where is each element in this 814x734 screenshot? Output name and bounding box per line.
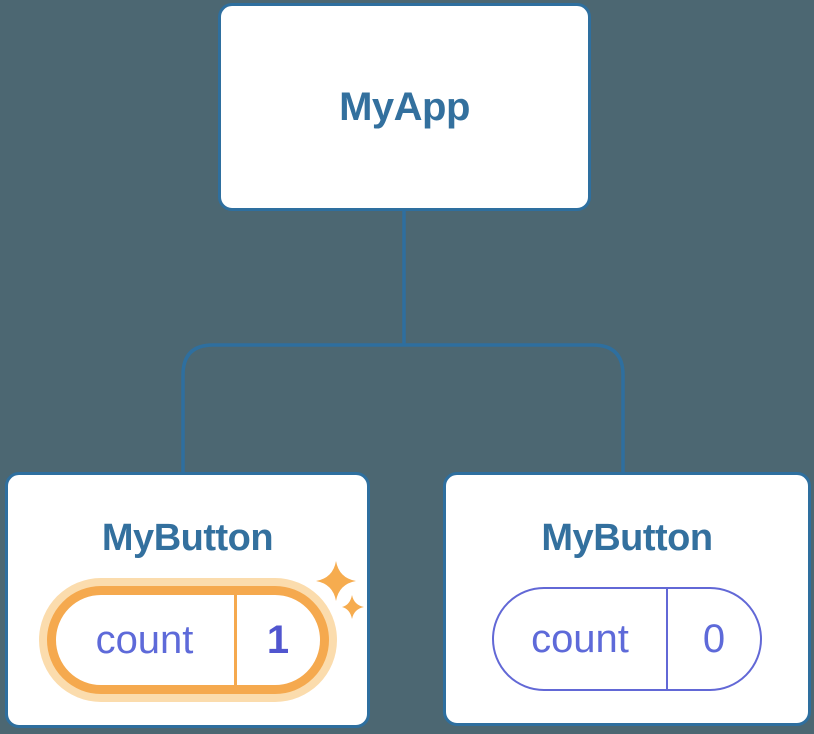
state-key-cell: count (494, 589, 666, 689)
state-pill-active: count 1 (46, 586, 329, 694)
component-label: MyApp (339, 84, 470, 129)
component-card-mybutton-idle: MyButton count 0 (443, 472, 811, 726)
sparkle-small (342, 595, 364, 619)
state-value-cell: 1 (237, 595, 320, 685)
state-value: 0 (702, 616, 726, 661)
state-value-cell: 0 (668, 589, 760, 689)
state-key-label: count (95, 617, 194, 662)
component-label: MyButton (541, 517, 713, 559)
state-pill-divider (666, 589, 668, 689)
state-key-cell: count (56, 595, 234, 685)
state-pill-divider (233, 595, 237, 685)
state-value: 1 (266, 617, 290, 662)
component-card-myapp: MyApp (218, 3, 591, 211)
sparkle-large (316, 561, 356, 601)
state-key-label: count (531, 616, 629, 661)
component-card-mybutton-active: MyButton count 1 (5, 472, 370, 728)
state-pill-idle: count 0 (492, 587, 762, 691)
sparkles-icon (316, 561, 364, 619)
component-label: MyButton (101, 517, 274, 559)
connector-branch (181, 343, 625, 472)
